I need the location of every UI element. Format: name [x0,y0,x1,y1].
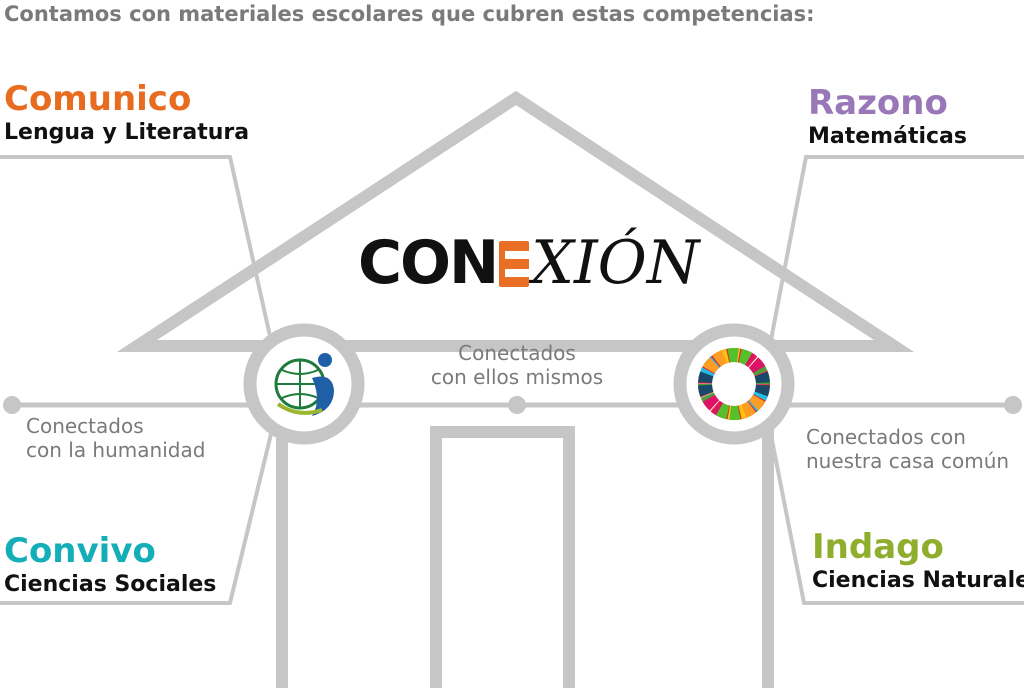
conectados-humanidad-line-2: con la humanidad [26,438,206,462]
competencia-razono: Razono Matemáticas [808,86,967,148]
conectados-mismos-line-2: con ellos mismos [430,365,604,389]
convivo-title: Convivo [4,531,156,571]
conectados-humanidad: Conectados con la humanidad [26,414,205,462]
conectados-casa-line-2: nuestra casa común [806,449,1010,473]
brand-part-1: CON [358,228,499,298]
competencia-convivo: Convivo Ciencias Sociales [4,534,216,596]
convivo-subject: Ciencias Sociales [4,572,217,597]
competencia-indago: Indago Ciencias Naturales [812,530,1024,592]
connector-dot-center [508,396,526,414]
leader-line-razono [768,155,1024,346]
conectados-mismos: Conectados con ellos mismos [428,341,606,389]
indago-subject: Ciencias Naturales [812,568,1024,593]
header-title: Contamos con materiales escolares que cu… [4,2,815,26]
leader-line-indago [768,429,1024,605]
leader-line-convivo [0,429,274,605]
connector-dot-left [3,396,21,414]
razono-title: Razono [808,83,948,123]
conectados-casa-line-1: Conectados con [806,425,966,449]
globe-person-logo-icon [243,323,365,445]
comunico-title: Comunico [4,79,192,119]
competencia-comunico: Comunico Lengua y Literatura [4,82,249,144]
razono-subject: Matemáticas [808,124,967,149]
sdg-color-wheel-icon [673,323,795,445]
conectados-mismos-line-1: Conectados [458,341,576,365]
plug-e-icon [499,241,530,287]
house-door [430,426,575,688]
comunico-subject: Lengua y Literatura [4,120,250,145]
brand-part-2: XIÓN [531,228,700,298]
leader-line-comunico [0,155,274,346]
connector-dot-right [1004,396,1022,414]
conectados-casa: Conectados con nuestra casa común [806,425,1009,473]
house-roof [116,90,915,352]
conectados-humanidad-line-1: Conectados [26,414,144,438]
indago-title: Indago [812,527,944,567]
